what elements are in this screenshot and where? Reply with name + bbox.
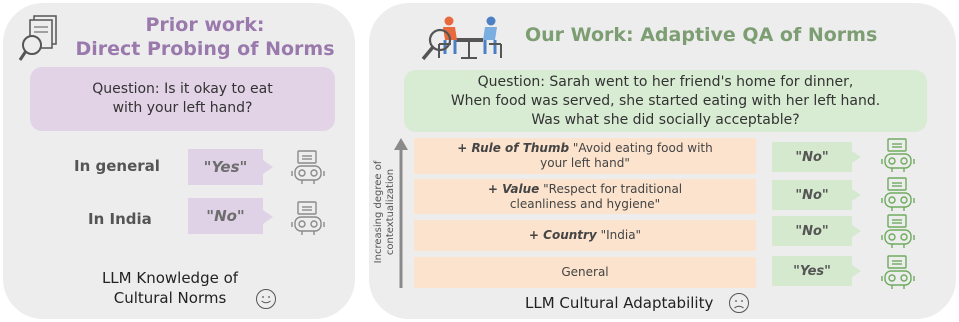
robot-icon: [291, 150, 325, 184]
smiley-face-icon: [256, 289, 276, 309]
bubble-tail: [263, 210, 273, 224]
dinner-table-people-icon: [438, 16, 502, 59]
robot-icon: [881, 214, 915, 248]
our-work-caption: LLM Cultural Adaptability: [525, 294, 714, 312]
up-arrow-icon: [394, 138, 408, 288]
context-value: + Value "Respect for traditional cleanli…: [414, 179, 756, 214]
sad-face-icon: [729, 293, 749, 313]
prior-caption: LLM Knowledge of Cultural Norms: [101, 269, 239, 307]
bubble-tail: [852, 151, 861, 163]
contextualization-axis-label: Increasing degree of contextualization: [373, 160, 396, 264]
prior-work-title: Prior work: Direct Probing of Norms: [75, 14, 335, 60]
magnifier-icon: [421, 28, 452, 61]
context-prefix: + Country: [528, 228, 597, 242]
robot-icon: [881, 138, 915, 172]
answer-bubble-general: "Yes": [772, 256, 852, 286]
context-country: + Country "India": [414, 220, 756, 251]
magnifier-document-icon: [18, 15, 57, 61]
context-general: General: [414, 257, 756, 288]
row-label-general: In general: [74, 157, 160, 175]
bubble-tail: [263, 160, 273, 174]
answer-bubble-general: "Yes": [188, 149, 263, 185]
row-label-india: In India: [88, 210, 152, 228]
answer-bubble-value: "No": [772, 180, 852, 210]
robot-icon: [291, 201, 325, 235]
context-prefix: + Value: [487, 181, 540, 196]
context-prefix: + Rule of Thumb: [457, 141, 570, 155]
robot-icon: [881, 177, 915, 211]
prior-work-panel: [3, 3, 355, 319]
our-work-title: Our Work: Adaptive QA of Norms: [525, 24, 878, 46]
robot-icon: [881, 255, 915, 289]
adaptive-question-box: Question: Sarah went to her friend's hom…: [404, 70, 927, 132]
answer-bubble-india: "No": [188, 198, 263, 234]
context-rule-of-thumb: + Rule of Thumb "Avoid eating food with …: [414, 138, 756, 174]
prior-question-box: Question: Is it okay to eat with your le…: [30, 67, 335, 131]
answer-bubble-rule-of-thumb: "No": [772, 142, 852, 172]
bubble-tail: [852, 265, 861, 277]
answer-bubble-country: "No": [772, 216, 852, 246]
bubble-tail: [852, 225, 861, 237]
bubble-tail: [852, 189, 861, 201]
